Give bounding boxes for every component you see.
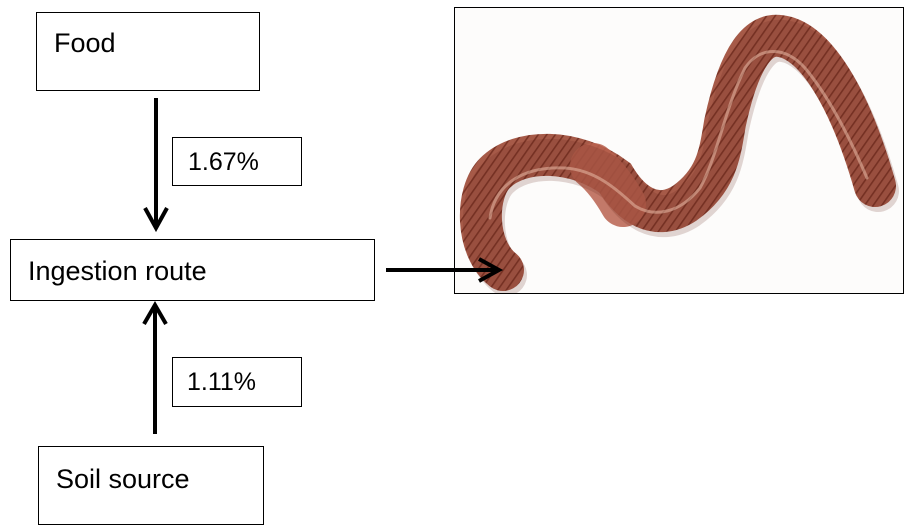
soil-percentage-label: 1.11% bbox=[187, 370, 256, 395]
food-label: Food bbox=[54, 30, 116, 57]
earthworm-image bbox=[454, 7, 904, 294]
ingestion-route-label: Ingestion route bbox=[28, 258, 207, 285]
earthworm-illustration bbox=[455, 8, 904, 294]
food-to-ingestion-arrow bbox=[145, 98, 167, 228]
food-percentage-label: 1.67% bbox=[188, 150, 259, 175]
soil-to-ingestion-arrow bbox=[144, 305, 166, 434]
soil-source-label: Soil source bbox=[56, 466, 190, 493]
food-node: Food bbox=[36, 12, 260, 91]
soil-source-node: Soil source bbox=[38, 446, 264, 525]
ingestion-route-node: Ingestion route bbox=[10, 239, 375, 301]
food-percentage-box: 1.67% bbox=[172, 137, 302, 186]
soil-percentage-box: 1.11% bbox=[172, 357, 302, 407]
